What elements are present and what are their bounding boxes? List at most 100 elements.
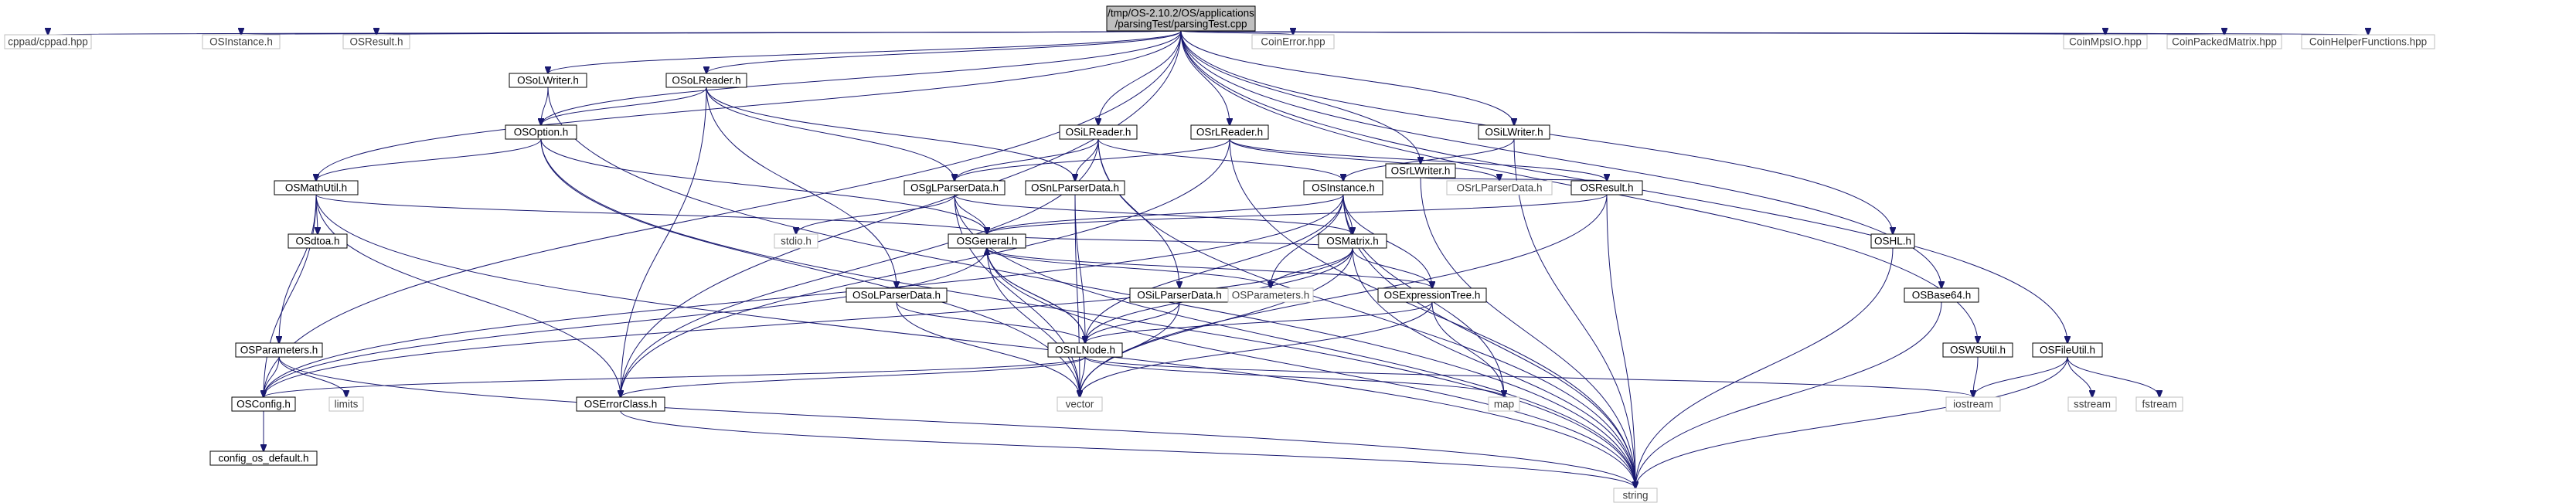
node-label: OSInstance.h <box>1312 182 1375 194</box>
node-label: OSnLNode.h <box>1055 345 1115 356</box>
node-vector: vector <box>1057 396 1103 412</box>
edge-osmathutil-to-osparameters <box>279 194 317 343</box>
node-osilreader-h[interactable]: OSiLReader.h <box>1059 124 1138 140</box>
node-osilwriter-h[interactable]: OSiLWriter.h <box>1478 124 1550 140</box>
node-osmathutil-h[interactable]: OSMathUtil.h <box>274 180 359 195</box>
node-box <box>2135 396 2183 412</box>
node-osparameters-h[interactable]: OSParameters.h <box>235 342 323 358</box>
node-label: OSOption.h <box>514 127 569 138</box>
edge-osilreader-to-osinstance <box>1097 138 1343 181</box>
edge-osrlreader-to-osglparserdata <box>955 138 1230 181</box>
node-osmatrix-h[interactable]: OSMatrix.h <box>1318 233 1387 249</box>
node-label: OSFileUtil.h <box>2040 345 2095 356</box>
node-label: CoinPackedMatrix.hpp <box>2172 36 2277 48</box>
node-osgeneral-h[interactable]: OSGeneral.h <box>948 233 1026 249</box>
node-osnlnode-h[interactable]: OSnLNode.h <box>1047 342 1123 358</box>
edge-osrlreader-to-osrlparserdata <box>1229 138 1499 181</box>
node-coinhelperfunctions-hpp: CoinHelperFunctions.hpp <box>2301 34 2435 49</box>
edge-osgeneral-to-osexpressiontree <box>986 247 1432 288</box>
edge-osglparserdata-to-stdio <box>796 194 955 234</box>
edge-osmathutil-to-osconfig <box>264 194 317 397</box>
node-sstream: sstream <box>2067 396 2117 412</box>
node-osexpressiontree-h[interactable]: OSExpressionTree.h <box>1377 287 1487 303</box>
edge-osexpressiontree-to-osnlnode <box>1085 301 1433 343</box>
edge-osparameters-to-string <box>278 356 1635 488</box>
node-oshl-h[interactable]: OSHL.h <box>1870 233 1915 249</box>
edge-osglparserdata-to-string <box>954 194 1635 488</box>
node-label: CoinError.hpp <box>1261 36 1325 48</box>
node-osolparserdata-h[interactable]: OSoLParserData.h <box>846 287 948 303</box>
node-label: string <box>1622 490 1648 501</box>
edge-osmathutil-to-string <box>315 194 1635 488</box>
edge-root-to-coinhelper <box>1180 31 2368 35</box>
edge-osmathutil-to-oserrorclass <box>315 194 621 397</box>
node-osresult-h[interactable]: OSResult.h <box>1570 180 1643 195</box>
node-box <box>1303 180 1383 195</box>
node-label: OSParameters.h <box>240 345 318 356</box>
edge-osinstance-to-osgeneral <box>987 194 1344 234</box>
node-osilparserdata-h[interactable]: OSiLParserData.h <box>1129 287 1230 303</box>
edge-osfileutil-to-string <box>1635 356 2068 488</box>
edge-osrlwriter-to-osresult <box>1420 178 1607 181</box>
node-label: OSExpressionTree.h <box>1384 290 1481 301</box>
node-osbase64-h[interactable]: OSBase64.h <box>1904 287 1979 303</box>
node-osolreader-h[interactable]: OSoLReader.h <box>665 73 747 88</box>
edge-osgeneral-to-osconfig <box>264 247 988 397</box>
node-label: sstream <box>2074 399 2111 410</box>
edge-osilparserdata-to-osnlnode <box>1085 301 1180 343</box>
node-tmp-os-2-10-2-os-applications-parsingtest-parsingtest-cpp[interactable]: /tmp/OS-2.10.2/OS/applications/parsingTe… <box>1106 5 1256 32</box>
edge-root-to-osoption <box>541 30 1182 125</box>
edge-osinstance-to-osnlnode <box>1085 194 1344 343</box>
node-box <box>505 124 577 140</box>
node-osconfig-h[interactable]: OSConfig.h <box>231 396 296 412</box>
node-box <box>235 342 323 358</box>
node-label: /tmp/OS-2.10.2/OS/applications <box>1108 8 1254 19</box>
node-box <box>231 396 296 412</box>
node-osinstance-h[interactable]: OSInstance.h <box>1303 180 1383 195</box>
edge-osfileutil-to-sstream <box>2067 356 2092 397</box>
node-box <box>288 233 348 249</box>
node-config-os-default-h[interactable]: config_os_default.h <box>209 450 318 466</box>
node-osrlreader-h[interactable]: OSrLReader.h <box>1190 124 1269 140</box>
edge-osmatrix-to-osparameters_mid <box>1271 247 1353 288</box>
edge-root-to-osilwriter <box>1180 30 1514 125</box>
node-box <box>846 287 948 303</box>
node-osglparserdata-h[interactable]: OSgLParserData.h <box>903 180 1006 195</box>
edge-osexpressiontree-to-vector <box>1080 301 1433 397</box>
edge-osmatrix-to-vector <box>1080 247 1353 397</box>
edge-osnlnode-to-osgeneral <box>987 248 1086 344</box>
node-osnlparserdata-h[interactable]: OSnLParserData.h <box>1025 180 1125 195</box>
node-box <box>274 180 359 195</box>
node-label: OSHL.h <box>1874 236 1911 247</box>
node-oserrorclass-h[interactable]: OSErrorClass.h <box>576 396 665 412</box>
node-map: map <box>1488 396 1520 412</box>
edge-osglparserdata-to-osgeneral <box>954 194 987 234</box>
edge-osinstance-to-osmatrix <box>1342 194 1353 234</box>
node-box <box>1945 396 2001 412</box>
edge-osinstance-to-osparameters_mid <box>1271 194 1344 288</box>
node-osresult-h: OSResult.h <box>342 34 410 49</box>
node-osdtoa-h[interactable]: OSdtoa.h <box>288 233 348 249</box>
node-osoption-h[interactable]: OSOption.h <box>505 124 577 140</box>
edge-ossolparserdata-to-vector <box>896 301 1080 397</box>
node-label: OSrLReader.h <box>1196 127 1263 138</box>
node-osolwriter-h[interactable]: OSoLWriter.h <box>509 73 587 88</box>
edge-root-to-osresult_h_top <box>376 31 1182 35</box>
edge-oserrorclass-to-string <box>620 410 1635 488</box>
edge-osglparserdata-to-osmatrix <box>954 194 1353 234</box>
edge-osbase64-to-string <box>1635 301 1942 488</box>
node-oswsutil-h[interactable]: OSWSUtil.h <box>1942 342 2013 358</box>
node-label: cppad/cppad.hpp <box>8 36 88 48</box>
node-box <box>665 73 747 88</box>
node-osrlwriter-h[interactable]: OSrLWriter.h <box>1385 163 1456 178</box>
node-box <box>1904 287 1979 303</box>
edge-osresult-to-string <box>1606 194 1635 488</box>
edge-osolreader-to-osglparserdata <box>706 87 955 181</box>
edge-root-to-osolreader <box>706 30 1182 73</box>
node-limits: limits <box>328 396 364 412</box>
node-osfileutil-h[interactable]: OSFileUtil.h <box>2032 342 2103 358</box>
edge-root-to-osrlwriter <box>1180 30 1421 164</box>
node-label: OSConfig.h <box>237 399 291 410</box>
node-box <box>1190 124 1269 140</box>
edge-osoption-to-string <box>540 138 1635 488</box>
